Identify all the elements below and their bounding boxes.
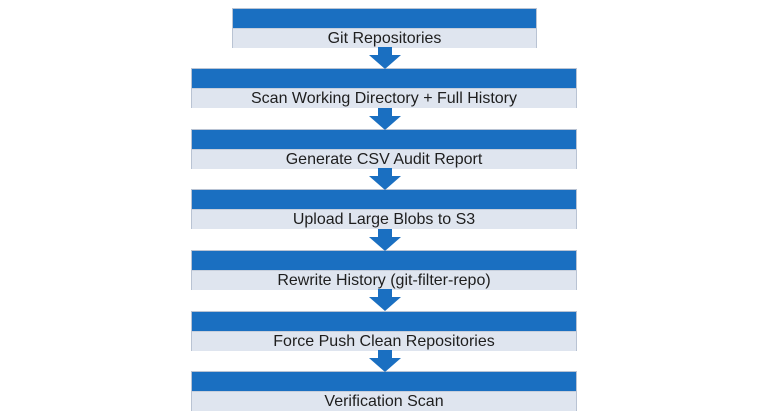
arrow-down-icon <box>369 47 401 69</box>
arrow-down-icon <box>369 229 401 251</box>
step-scan: Scan Working Directory + Full History <box>191 68 577 108</box>
step-label: Generate CSV Audit Report <box>192 149 576 169</box>
step-git-repositories: Git Repositories <box>232 8 537 48</box>
step-force-push: Force Push Clean Repositories <box>191 311 577 351</box>
arrow-down-icon <box>369 350 401 372</box>
step-label: Verification Scan <box>192 391 576 411</box>
step-label: Upload Large Blobs to S3 <box>192 209 576 229</box>
step-upload-s3: Upload Large Blobs to S3 <box>191 189 577 229</box>
step-label: Rewrite History (git-filter-repo) <box>192 270 576 290</box>
step-rewrite-history: Rewrite History (git-filter-repo) <box>191 250 577 290</box>
step-csv-report: Generate CSV Audit Report <box>191 129 577 169</box>
arrow-down-icon <box>369 289 401 311</box>
arrow-down-icon <box>369 168 401 190</box>
step-verification: Verification Scan <box>191 371 577 411</box>
step-label: Git Repositories <box>233 28 536 48</box>
step-label: Scan Working Directory + Full History <box>192 88 576 108</box>
step-label: Force Push Clean Repositories <box>192 331 576 351</box>
arrow-down-icon <box>369 108 401 130</box>
